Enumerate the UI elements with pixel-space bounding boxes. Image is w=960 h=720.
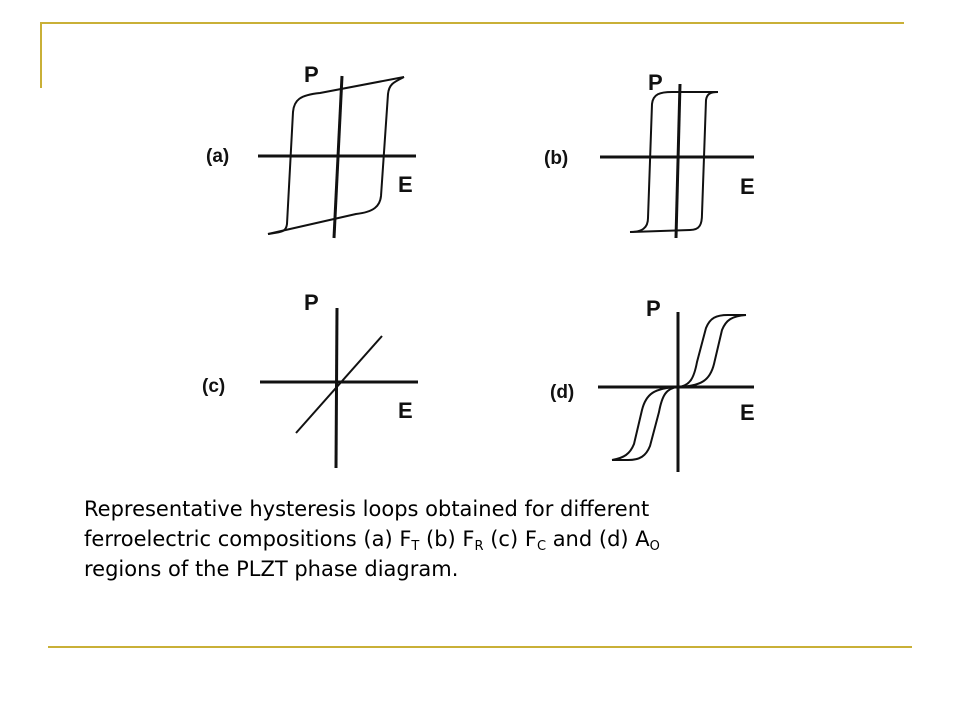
caption-sub-c: C (536, 539, 547, 554)
panel-a: P E (a) (206, 62, 416, 239)
panel-b-loop-upper (629, 91, 718, 233)
panel-b: P E (b) (544, 70, 755, 239)
bottom-rule (48, 646, 912, 648)
caption-line-3: regions of the PLZT phase diagram. (84, 557, 459, 581)
caption-sub-o: O (649, 539, 660, 554)
panel-c-p-label: P (304, 290, 319, 315)
caption-line-1: Representative hysteresis loops obtained… (84, 497, 650, 521)
caption-part-b: (b) F (419, 527, 475, 551)
caption-line-2-start: ferroelectric compositions (a) F (84, 527, 412, 551)
panel-d-loop-lower-right (677, 314, 747, 388)
panel-b-loop-lower (629, 91, 719, 233)
caption-sub-r: R (474, 539, 484, 554)
figure-caption: Representative hysteresis loops obtained… (84, 494, 904, 584)
panel-d: P E (d) (550, 296, 755, 472)
panel-c-e-label: E (398, 398, 413, 423)
caption-part-c: (c) F (483, 527, 537, 551)
panel-d-e-label: E (740, 400, 755, 425)
panel-c-id-label: (c) (202, 376, 225, 397)
panel-a-p-label: P (304, 62, 319, 87)
panel-d-loop-upper-right (677, 314, 746, 388)
panel-b-p-label: P (648, 70, 663, 95)
panel-d-p-label: P (646, 296, 661, 321)
panel-c: P E (c) (202, 290, 418, 469)
top-rule (40, 22, 904, 24)
panel-a-e-label: E (398, 172, 413, 197)
panel-a-p-axis (332, 75, 344, 239)
panel-a-loop-lower (267, 76, 405, 235)
caption-part-d: and (d) A (546, 527, 650, 551)
panel-d-loop-upper-left (611, 386, 679, 461)
panel-b-p-axis (674, 83, 682, 239)
panel-a-id-label: (a) (206, 146, 229, 167)
left-rule (40, 22, 42, 88)
panel-d-id-label: (d) (550, 382, 574, 403)
panel-b-e-label: E (740, 174, 755, 199)
caption-sub-t: T (411, 539, 420, 554)
panel-d-loop-lower-left (612, 386, 679, 461)
panel-c-linear-line (295, 335, 383, 434)
panel-b-id-label: (b) (544, 148, 568, 169)
